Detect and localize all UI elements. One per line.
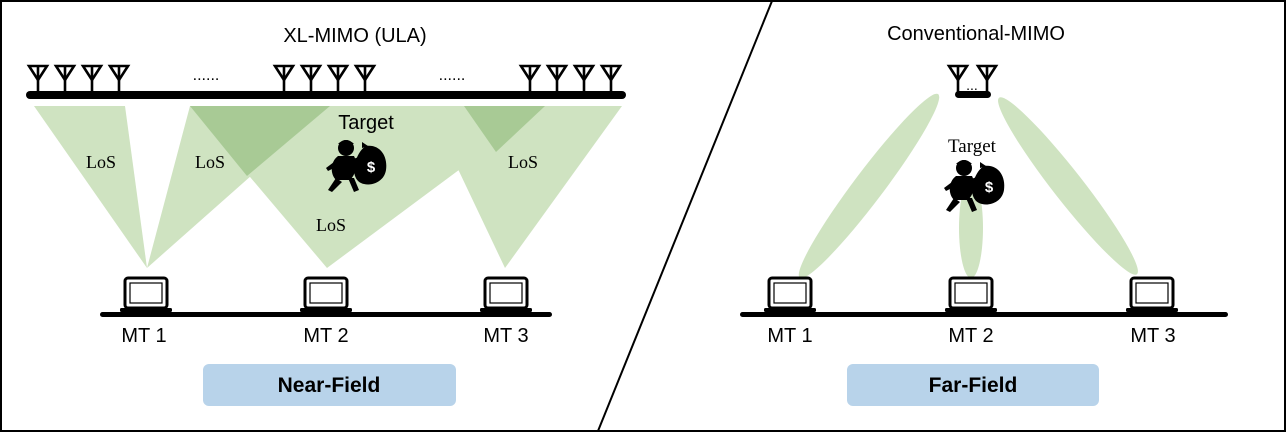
antenna-icon xyxy=(573,64,595,94)
laptop-icon xyxy=(943,276,999,314)
near-ellipsis-1: ...... xyxy=(193,67,220,84)
near-field-badge xyxy=(203,364,456,406)
antenna-icon xyxy=(600,64,622,94)
antenna-icon xyxy=(947,64,969,94)
far-mt1-label: MT 1 xyxy=(767,325,812,347)
panel-divider xyxy=(597,0,773,432)
antenna-icon xyxy=(354,64,376,94)
antenna-icon xyxy=(273,64,295,94)
far-mt2-label: MT 2 xyxy=(948,325,993,347)
antenna-icon xyxy=(519,64,541,94)
beam-overlap-1 xyxy=(190,106,330,176)
far-ground-line xyxy=(740,312,1228,317)
antenna-icon xyxy=(108,64,130,94)
near-antenna-group-right xyxy=(519,64,622,94)
far-field-badge-label: Far-Field xyxy=(929,374,1018,397)
near-ground-line xyxy=(100,312,552,317)
near-array-bar xyxy=(26,91,626,99)
near-field-panel: XL-MIMO (ULA) ...... ...... Target L xyxy=(26,25,626,406)
near-ellipsis-2: ...... xyxy=(439,67,466,84)
laptop-icon xyxy=(298,276,354,314)
near-antenna-group-middle xyxy=(273,64,376,94)
beam-to-mt1 xyxy=(798,93,940,279)
los-label-4: LoS xyxy=(508,152,538,172)
laptop-icon xyxy=(1124,276,1180,314)
far-target-label: Target xyxy=(948,136,997,157)
near-target-label: Target xyxy=(338,112,394,134)
far-mt3-label: MT 3 xyxy=(1130,325,1175,347)
thief-icon xyxy=(944,160,1005,212)
near-mt1-label: MT 1 xyxy=(121,325,166,347)
near-mt2-label: MT 2 xyxy=(303,325,348,347)
laptop-icon xyxy=(762,276,818,314)
beam-to-mt3 xyxy=(998,97,1138,275)
beam-los-4 xyxy=(428,106,622,268)
antenna-icon xyxy=(54,64,76,94)
far-field-beams xyxy=(798,93,1138,279)
antenna-icon xyxy=(546,64,568,94)
far-array-title: Conventional-MIMO xyxy=(887,23,1065,45)
near-antenna-group-left xyxy=(27,64,130,94)
antenna-icon xyxy=(327,64,349,94)
antenna-icon xyxy=(300,64,322,94)
beam-overlap-2 xyxy=(464,106,545,152)
laptop-icon xyxy=(478,276,534,314)
los-label-2: LoS xyxy=(195,152,225,172)
near-array-title: XL-MIMO (ULA) xyxy=(283,25,426,47)
far-array-ellipsis: ... xyxy=(966,77,978,93)
antenna-icon xyxy=(27,64,49,94)
los-label-1: LoS xyxy=(86,152,116,172)
beam-to-mt2 xyxy=(959,178,983,278)
near-field-badge-label: Near-Field xyxy=(278,374,381,397)
antenna-icon xyxy=(976,64,998,94)
far-array-bar xyxy=(955,91,991,98)
beam-los-1 xyxy=(34,106,147,268)
laptop-icon xyxy=(118,276,174,314)
near-field-beams xyxy=(34,106,622,268)
antenna-icon xyxy=(81,64,103,94)
near-mt3-label: MT 3 xyxy=(483,325,528,347)
far-field-badge xyxy=(847,364,1099,406)
los-label-3: LoS xyxy=(316,215,346,235)
far-field-panel: Conventional-MIMO ... Target MT 1 MT 2 M… xyxy=(740,23,1228,406)
